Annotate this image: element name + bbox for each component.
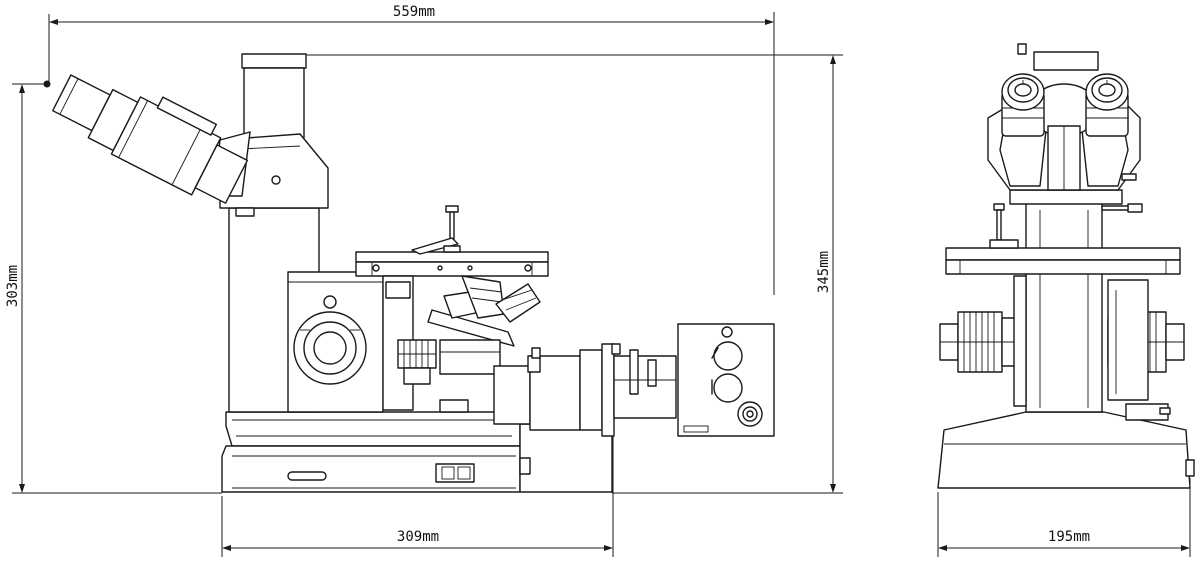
dimension-overall-width: 559mm — [48, 3, 775, 295]
side-nosepiece — [382, 275, 541, 413]
dim-label-559: 559mm — [393, 4, 435, 20]
power-switch — [435, 463, 475, 483]
side-lamphouse — [677, 323, 775, 437]
dimension-overall-height: 345mm — [300, 54, 843, 494]
side-illuminator — [493, 343, 677, 437]
side-view-microscope — [52, 53, 775, 493]
dim-label-309: 309mm — [397, 529, 439, 545]
dimension-eyepiece-height: 303mm — [5, 80, 222, 494]
dim-label-303: 303mm — [5, 265, 21, 307]
side-focus-knob — [293, 295, 367, 385]
side-pillar — [228, 207, 384, 413]
side-eyepieces — [52, 74, 249, 204]
front-view-microscope — [937, 43, 1195, 489]
reference-dot — [43, 80, 51, 88]
dimension-front-width: 195mm — [937, 478, 1191, 557]
side-base — [221, 411, 613, 493]
front-stage — [945, 203, 1181, 275]
front-left-eyepiece — [1001, 73, 1045, 137]
dim-label-345: 345mm — [816, 251, 832, 293]
dimension-base-depth: 309mm — [221, 436, 614, 557]
front-column — [1009, 189, 1123, 413]
front-base — [937, 411, 1195, 489]
front-right-eyepiece — [1085, 73, 1129, 137]
side-stage — [355, 205, 549, 277]
side-slot — [287, 471, 327, 481]
dim-label-195: 195mm — [1048, 529, 1090, 545]
front-focus-knobs — [939, 275, 1185, 421]
